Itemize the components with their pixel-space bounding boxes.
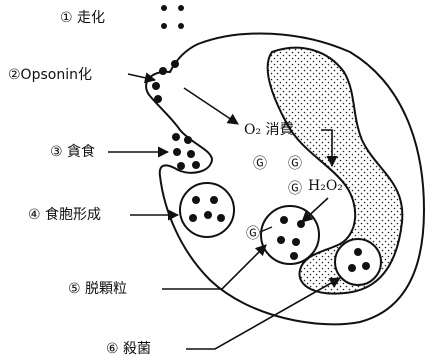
- phagosome-bacterium: [354, 248, 362, 256]
- killing-phagosome: [335, 239, 381, 285]
- engulfed-bacterium: [187, 150, 195, 158]
- engulfed-bacterium: [173, 148, 181, 156]
- label-degranulation: ⑤ 脱顆粒: [68, 281, 127, 297]
- phagosome-bacterium: [277, 236, 285, 244]
- bacterium: [178, 5, 184, 11]
- engulfed-bacterium: [192, 161, 200, 169]
- label-o2-consumption: O₂ 消費: [244, 122, 294, 138]
- phagosome-bacterium: [217, 214, 225, 222]
- bacterium: [161, 23, 167, 29]
- label-killing: ⑥ 殺菌: [106, 341, 151, 357]
- granule-icon: Ⓖ: [288, 156, 302, 172]
- phagosome: [180, 183, 234, 237]
- phagosome-bacterium: [210, 196, 218, 204]
- phagosome-bacterium: [292, 238, 300, 246]
- phagosome-bacterium: [189, 214, 197, 222]
- opsonized-bacterium: [159, 67, 167, 75]
- label-phagocytosis: ③ 貪食: [50, 144, 95, 160]
- label-h2o2: H₂O₂: [308, 178, 343, 194]
- label-phagosome-formation: ④ 食胞形成: [28, 207, 101, 223]
- opsonized-bacterium: [152, 82, 160, 90]
- bacterium: [161, 5, 167, 11]
- phagosome-bacterium: [362, 262, 370, 270]
- granule-icon: Ⓖ: [288, 181, 302, 197]
- opsonized-bacterium: [154, 95, 162, 103]
- engulfed-bacterium: [184, 136, 192, 144]
- phagosome-bacterium: [290, 252, 298, 260]
- label-opsonization: ②Opsonin化: [8, 67, 92, 83]
- opsonized-bacterium: [171, 60, 179, 68]
- phagosome-bacterium: [280, 216, 288, 224]
- phagosome-bacterium: [204, 211, 212, 219]
- engulfed-bacterium: [172, 133, 180, 141]
- phagosome-bacterium: [192, 196, 200, 204]
- engulfed-bacterium: [177, 162, 185, 170]
- bacterium: [178, 23, 184, 29]
- phagosome-bacterium: [348, 264, 356, 272]
- label-chemotaxis: ① 走化: [60, 10, 105, 26]
- granule-icon: Ⓖ: [246, 226, 260, 242]
- granule-icon: Ⓖ: [253, 156, 267, 172]
